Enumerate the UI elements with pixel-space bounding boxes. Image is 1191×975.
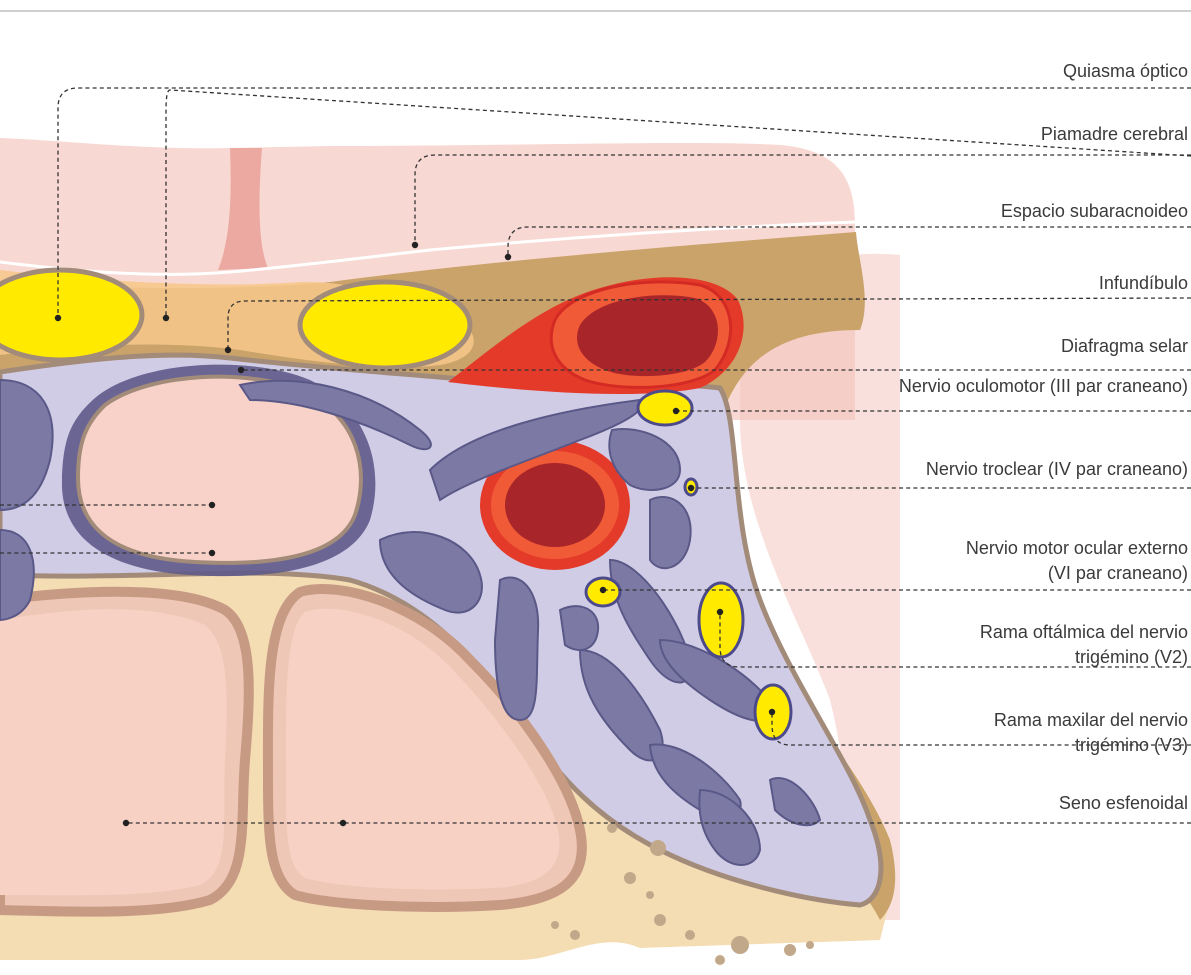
label-motor-ocular: Nervio motor ocular externo (VI par cran… xyxy=(966,536,1188,586)
label-oftalmica-line1: Rama oftálmica del nervio xyxy=(980,620,1188,645)
label-seno-text: Seno esfenoidal xyxy=(1059,793,1188,813)
label-infundibulo: Infundíbulo xyxy=(1099,271,1188,296)
label-maxilar-line1: Rama maxilar del nervio xyxy=(994,708,1188,733)
label-diafragma: Diafragma selar xyxy=(1061,334,1188,359)
label-seno: Seno esfenoidal xyxy=(1059,791,1188,816)
label-oculomotor-text: Nervio oculomotor (III par craneano) xyxy=(899,376,1188,396)
label-piamadre-text: Piamadre cerebral xyxy=(1041,124,1188,144)
label-maxilar: Rama maxilar del nervio trigémino (V3) xyxy=(994,708,1188,758)
label-oftalmica-line2: trigémino (V2) xyxy=(980,645,1188,670)
label-troclear-text: Nervio troclear (IV par craneano) xyxy=(926,459,1188,479)
label-quiasma: Quiasma óptico xyxy=(1063,59,1188,84)
label-troclear: Nervio troclear (IV par craneano) xyxy=(926,457,1188,482)
label-infundibulo-text: Infundíbulo xyxy=(1099,273,1188,293)
label-diafragma-text: Diafragma selar xyxy=(1061,336,1188,356)
label-motor-ocular-line1: Nervio motor ocular externo xyxy=(966,536,1188,561)
label-quiasma-text: Quiasma óptico xyxy=(1063,61,1188,81)
label-oculomotor: Nervio oculomotor (III par craneano) xyxy=(899,374,1188,399)
label-piamadre: Piamadre cerebral xyxy=(1041,122,1188,147)
label-maxilar-line2: trigémino (V3) xyxy=(994,733,1188,758)
label-motor-ocular-line2: (VI par craneano) xyxy=(966,561,1188,586)
label-oftalmica: Rama oftálmica del nervio trigémino (V2) xyxy=(980,620,1188,670)
label-subaracnoideo: Espacio subaracnoideo xyxy=(1001,199,1188,224)
label-subaracnoideo-text: Espacio subaracnoideo xyxy=(1001,201,1188,221)
